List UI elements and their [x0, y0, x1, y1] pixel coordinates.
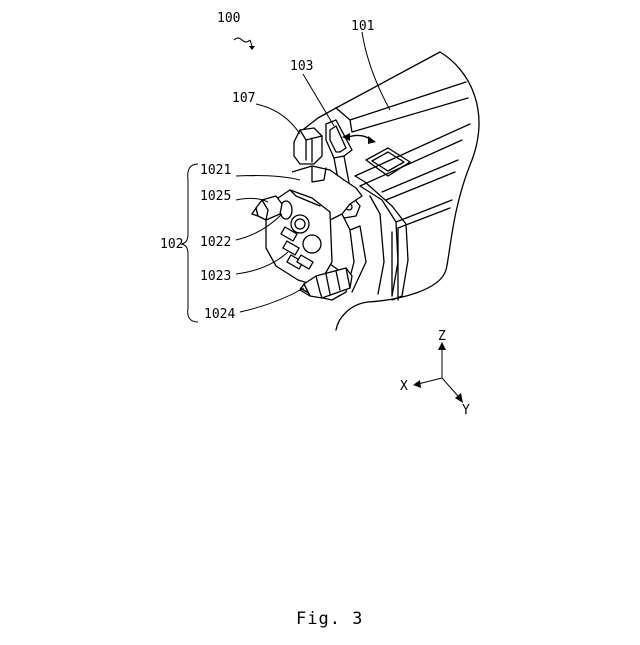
y-axis-line [442, 378, 458, 396]
label-103: 103 [290, 59, 313, 74]
label-1023: 1023 [200, 269, 231, 284]
axis-label-x: X [400, 379, 408, 394]
label-1021: 1021 [200, 163, 231, 178]
axis-label-y: Y [462, 403, 470, 418]
bolt [294, 128, 322, 164]
label-100: 100 [217, 11, 240, 26]
label-1025: 1025 [200, 189, 231, 204]
axis-label-z: Z [438, 329, 446, 344]
label-107: 107 [232, 91, 255, 106]
x-axis-line [418, 378, 442, 384]
label-1024: 1024 [204, 307, 235, 322]
label-102: 102 [160, 237, 183, 252]
x-arrow-icon [413, 380, 421, 388]
figure-caption: Fig. 3 [296, 609, 363, 629]
label-101: 101 [351, 19, 374, 34]
axis-triad: Z X Y [400, 329, 470, 418]
connector [252, 166, 366, 300]
label-1022: 1022 [200, 235, 231, 250]
